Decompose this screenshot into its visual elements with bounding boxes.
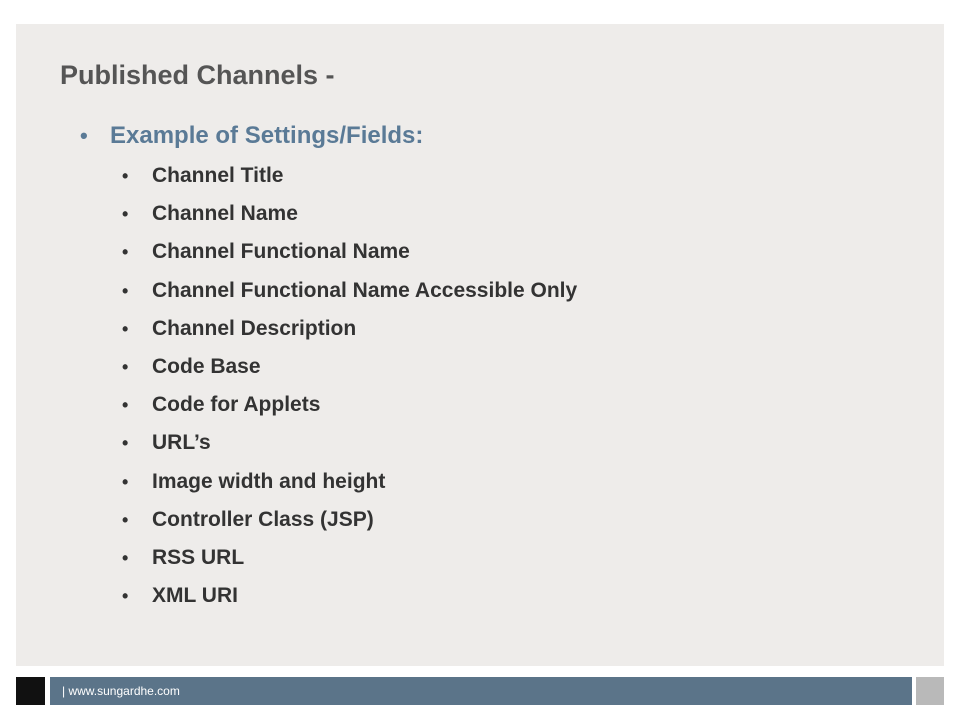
section-heading-item: • Example of Settings/Fields: — [80, 119, 423, 153]
bullet-icon: • — [122, 280, 129, 301]
list-item-label: Controller Class (JSP) — [152, 507, 374, 531]
list-item: • XML URI — [122, 577, 577, 615]
list-item-label: Image width and height — [152, 469, 386, 493]
bullet-icon: • — [122, 166, 129, 186]
bullet-icon: • — [122, 318, 129, 339]
footer-square — [16, 677, 45, 705]
bullet-icon: • — [122, 204, 129, 225]
section-heading: Example of Settings/Fields: — [110, 122, 424, 149]
list-item: • RSS URL — [122, 539, 577, 577]
list-item-label: Channel Functional Name Accessible Only — [152, 278, 578, 302]
list-item: • Channel Description — [122, 310, 577, 348]
bullet-icon: • — [122, 471, 129, 492]
list-item: • Channel Name — [122, 195, 577, 233]
list-item: • Image width and height — [122, 463, 577, 501]
list-item-label: XML URI — [152, 584, 238, 608]
list-item-label: Channel Functional Name — [152, 240, 410, 264]
footer-end-block — [916, 677, 944, 705]
bullet-icon: • — [122, 395, 129, 416]
list-item: • Code for Applets — [122, 386, 577, 424]
list-item: • Channel Functional Name — [122, 233, 577, 271]
list-item-label: Channel Description — [152, 316, 357, 340]
section-list: • Example of Settings/Fields: — [80, 119, 423, 153]
bullet-icon: • — [122, 547, 129, 568]
slide-title: Published Channels - — [60, 60, 335, 90]
list-item: • Code Base — [122, 348, 577, 386]
bullet-icon: • — [122, 356, 129, 377]
list-item-label: RSS URL — [152, 545, 245, 569]
list-item: • URL’s — [122, 424, 577, 462]
footer-bar: | www.sungardhe.com — [50, 677, 912, 705]
bullet-icon: • — [122, 586, 129, 607]
bullet-icon: • — [122, 509, 129, 530]
footer-url[interactable]: | www.sungardhe.com — [62, 684, 180, 698]
list-item-label: Channel Title — [152, 164, 284, 187]
list-item-label: Code for Applets — [152, 393, 321, 417]
list-item-label: Channel Name — [152, 202, 298, 226]
content-panel — [16, 24, 944, 666]
list-item: • Controller Class (JSP) — [122, 501, 577, 539]
bullet-icon: • — [122, 433, 129, 454]
bullet-icon: • — [122, 242, 129, 263]
fields-list: • Channel Title • Channel Name • Channel Fu… — [122, 157, 577, 615]
list-item-label: URL’s — [152, 431, 211, 455]
list-item-label: Code Base — [152, 354, 261, 378]
list-item: • Channel Title — [122, 157, 577, 195]
list-item: • Channel Functional Name Accessible Only — [122, 272, 577, 310]
bullet-icon: • — [80, 123, 88, 148]
